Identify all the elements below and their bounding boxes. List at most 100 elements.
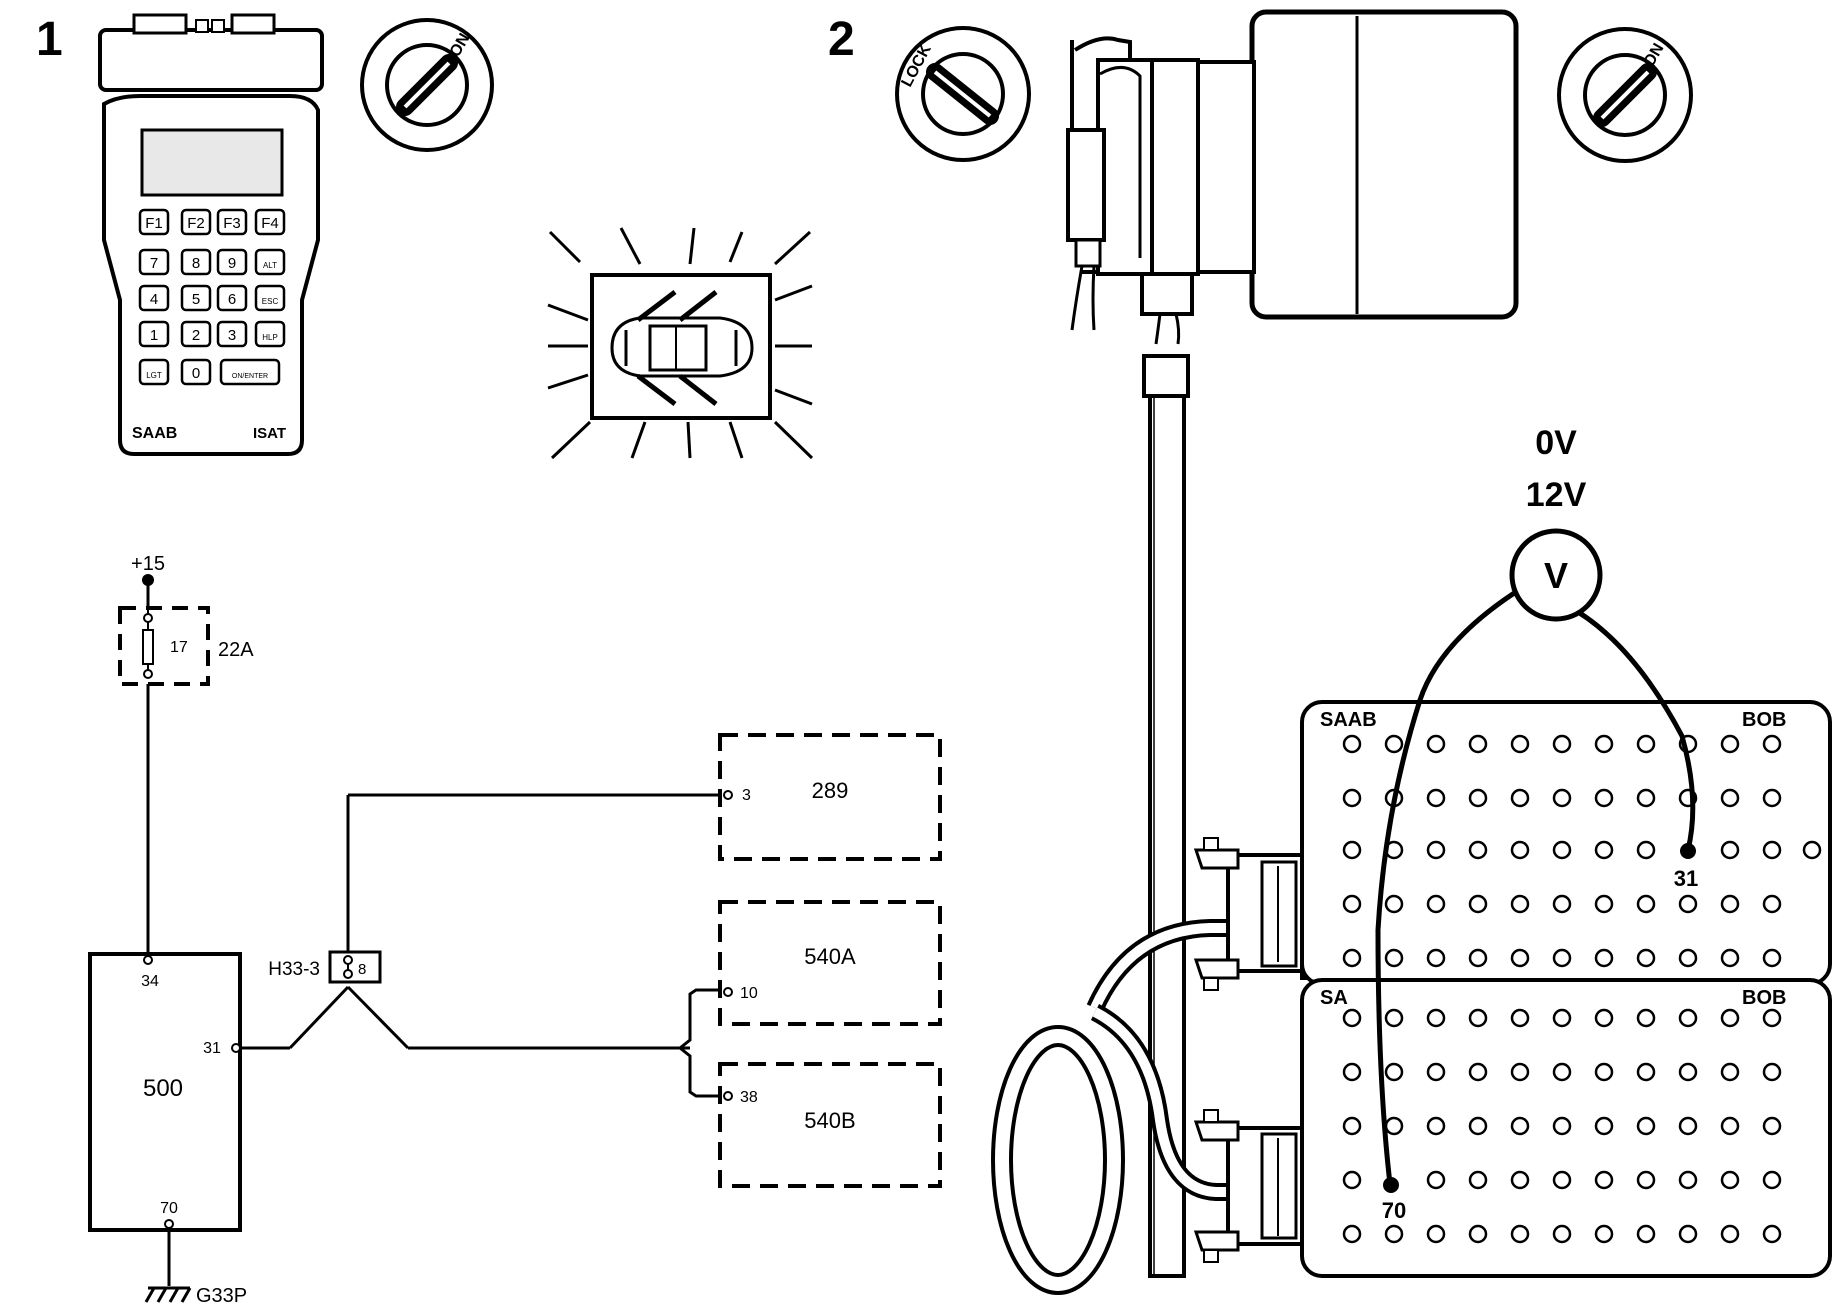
supply-label: +15 bbox=[131, 553, 165, 575]
tester-key bbox=[216, 208, 248, 236]
bob-pin-hole bbox=[1636, 1062, 1656, 1082]
schematic-wires bbox=[146, 582, 724, 1286]
tester-key bbox=[216, 320, 248, 348]
tester-key bbox=[138, 320, 170, 348]
tester-model: ISAT bbox=[253, 425, 286, 442]
bob-pin-hole bbox=[1678, 1062, 1698, 1082]
bob-pin-hole bbox=[1510, 840, 1530, 860]
bob-pin-hole bbox=[1426, 1116, 1446, 1136]
bob-pin-hole bbox=[1678, 1008, 1698, 1028]
bob-pin-hole bbox=[1720, 1116, 1740, 1136]
module-540a-pin: 10 bbox=[740, 985, 758, 1002]
probe-tip-70 bbox=[1383, 1177, 1399, 1193]
bob-pin-hole bbox=[1468, 734, 1488, 754]
bob-pin-hole bbox=[1426, 1224, 1446, 1244]
bob-pin-hole bbox=[1426, 948, 1446, 968]
bob-pin-hole bbox=[1762, 1170, 1782, 1190]
isat-tester-icon bbox=[98, 13, 324, 456]
bob-pin-hole bbox=[1636, 1170, 1656, 1190]
bob-pin-hole bbox=[1342, 1062, 1362, 1082]
probe-label-70: 70 bbox=[1382, 1198, 1406, 1223]
bob-pin-hole bbox=[1552, 1062, 1572, 1082]
tester-key-label: F3 bbox=[223, 215, 241, 232]
bob-pin-hole bbox=[1720, 1062, 1740, 1082]
bob-pin-hole bbox=[1552, 1170, 1572, 1190]
ignition-lock-icon bbox=[895, 26, 1031, 162]
connector-h33-3 bbox=[328, 950, 382, 984]
bob-pin-hole bbox=[1510, 1170, 1530, 1190]
bob-pin-hole bbox=[1510, 734, 1530, 754]
ignition-on-icon-2 bbox=[1557, 27, 1693, 163]
bob-pin-hole bbox=[1762, 788, 1782, 808]
bob-pin-hole bbox=[1468, 788, 1488, 808]
tester-key-label: 0 bbox=[192, 365, 200, 382]
bob-pin-hole bbox=[1762, 1062, 1782, 1082]
bob-upper-brand: SAAB bbox=[1320, 709, 1377, 731]
bob-pin-hole bbox=[1510, 1224, 1530, 1244]
tester-key-label: 2 bbox=[192, 327, 200, 344]
bob-pin-hole bbox=[1762, 894, 1782, 914]
bob-pin-hole bbox=[1426, 788, 1446, 808]
tester-key-label: 1 bbox=[150, 327, 158, 344]
tester-key-label: 4 bbox=[150, 291, 158, 308]
bob-pin-hole bbox=[1762, 734, 1782, 754]
bob-pin-hole bbox=[1426, 1062, 1446, 1082]
bob-pin-hole bbox=[1510, 1062, 1530, 1082]
tester-key bbox=[180, 284, 212, 312]
tester-key bbox=[180, 208, 212, 236]
bob-pin-hole bbox=[1594, 1116, 1614, 1136]
bob-pin-hole bbox=[1594, 948, 1614, 968]
tester-key bbox=[254, 248, 286, 276]
step-number-2: 2 bbox=[828, 13, 855, 66]
tester-key bbox=[254, 320, 286, 348]
bob-pin-hole bbox=[1342, 948, 1362, 968]
bob-pin-hole bbox=[1720, 894, 1740, 914]
bob-pin-hole bbox=[1426, 1170, 1446, 1190]
ground-label: G33P bbox=[196, 1285, 247, 1307]
tester-key bbox=[254, 284, 286, 312]
bob-pin-hole bbox=[1342, 1224, 1362, 1244]
tester-key bbox=[138, 284, 170, 312]
bob-pin-hole bbox=[1720, 788, 1740, 808]
bob-pin-hole bbox=[1636, 1116, 1656, 1136]
bob-pin-hole bbox=[1384, 1062, 1404, 1082]
bob-pin-hole bbox=[1720, 734, 1740, 754]
tester-key-label: LGT bbox=[146, 371, 162, 380]
tester-brand: SAAB bbox=[132, 425, 177, 442]
bob-pin-hole bbox=[1720, 1008, 1740, 1028]
bob-pin-hole bbox=[1552, 1224, 1572, 1244]
cu-pin-70: 70 bbox=[160, 1200, 178, 1217]
bob-pin-hole bbox=[1594, 1008, 1614, 1028]
bob-pin-hole bbox=[1342, 1008, 1362, 1028]
bob-pin-hole bbox=[1510, 894, 1530, 914]
bob-pin-hole bbox=[1552, 788, 1572, 808]
measurement-value-high: 12V bbox=[1526, 476, 1587, 514]
tester-key bbox=[138, 208, 170, 236]
bob-pin-hole bbox=[1342, 788, 1362, 808]
bob-pin-hole bbox=[1678, 1170, 1698, 1190]
connector-label: H33-3 bbox=[268, 959, 320, 980]
tester-key-label: 5 bbox=[192, 291, 200, 308]
tester-key bbox=[180, 358, 212, 386]
tester-key-label: 3 bbox=[228, 327, 236, 344]
fuse-number: 17 bbox=[170, 639, 188, 656]
ignition-on-icon-1 bbox=[360, 18, 494, 152]
bob-pin-hole bbox=[1384, 894, 1404, 914]
bob-pin-hole bbox=[1342, 840, 1362, 860]
bob-pin-hole bbox=[1678, 1224, 1698, 1244]
bob-upper-label: BOB bbox=[1742, 709, 1786, 731]
tester-key bbox=[216, 248, 248, 276]
bob-pin-hole bbox=[1762, 1116, 1782, 1136]
tester-key-label: ESC bbox=[262, 297, 279, 306]
bob-pin-hole bbox=[1594, 1062, 1614, 1082]
probe-tip-31 bbox=[1680, 843, 1696, 859]
module-540a-label: 540A bbox=[804, 944, 856, 969]
bob-pin-hole bbox=[1594, 788, 1614, 808]
bob-pin-hole bbox=[1678, 948, 1698, 968]
connector-pin: 8 bbox=[358, 961, 366, 978]
bob-pin-hole bbox=[1426, 1008, 1446, 1028]
bob-pin-hole bbox=[1594, 1224, 1614, 1244]
bob-pin-hole bbox=[1468, 894, 1488, 914]
